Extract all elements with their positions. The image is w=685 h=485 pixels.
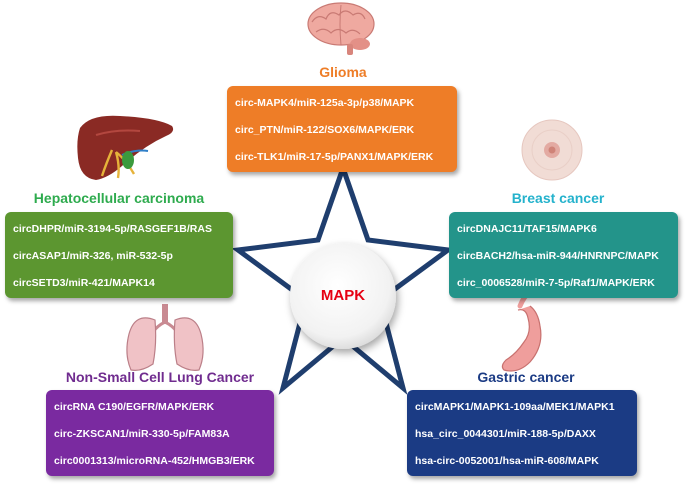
hcc-title: Hepatocellular carcinoma [33,190,205,206]
gastric-box: circMAPK1/MAPK1-109aa/MEK1/MAPK1 hsa_cir… [407,390,637,476]
breast-title: Breast cancer [511,190,605,206]
brain-icon [307,2,375,55]
nsclc-item: circ-ZKSCAN1/miR-330-5p/FAM83A [54,428,230,440]
glioma-box: circ-MAPK4/miR-125a-3p/p38/MAPK circ_PTN… [227,86,457,172]
hcc-box: circDHPR/miR-3194-5p/RASGEF1B/RAS circAS… [5,212,233,298]
gastric-title: Gastric cancer [477,369,575,385]
breast-icon [521,119,583,181]
nsclc-title: Non-Small Cell Lung Cancer [65,369,255,385]
center-circle [290,243,396,349]
hcc-item: circDHPR/miR-3194-5p/RASGEF1B/RAS [13,223,212,235]
hcc-item: circASAP1/miR-326, miR-532-5p [13,250,173,262]
glioma-item: circ_PTN/miR-122/SOX6/MAPK/ERK [235,124,415,136]
glioma-title: Glioma [319,64,367,80]
hcc-item: circSETD3/miR-421/MAPK14 [13,277,155,289]
gastric-item: circMAPK1/MAPK1-109aa/MEK1/MAPK1 [415,401,615,413]
glioma-item: circ-MAPK4/miR-125a-3p/p38/MAPK [235,97,415,109]
gastric-item: hsa_circ_0044301/miR-188-5p/DAXX [415,428,596,440]
nsclc-box: circRNA C190/EGFR/MAPK/ERK circ-ZKSCAN1/… [46,390,274,476]
nsclc-item: circ0001313/microRNA-452/HMGB3/ERK [54,455,255,467]
glioma-item: circ-TLK1/miR-17-5p/PANX1/MAPK/ERK [235,151,434,163]
gastric-item: hsa-circ-0052001/hsa-miR-608/MAPK [415,455,599,467]
breast-item: circ_0006528/miR-7-5p/Raf1/MAPK/ERK [457,277,655,289]
breast-item: circBACH2/hsa-miR-944/HNRNPC/MAPK [457,250,659,262]
liver-icon [77,115,174,180]
breast-box: circDNAJC11/TAF15/MAPK6 circBACH2/hsa-mi… [449,212,678,298]
stomach-icon [501,289,542,372]
breast-item: circDNAJC11/TAF15/MAPK6 [457,223,597,235]
lungs-icon [126,304,204,371]
center-label: MAPK [320,287,366,304]
nsclc-item: circRNA C190/EGFR/MAPK/ERK [54,401,215,413]
